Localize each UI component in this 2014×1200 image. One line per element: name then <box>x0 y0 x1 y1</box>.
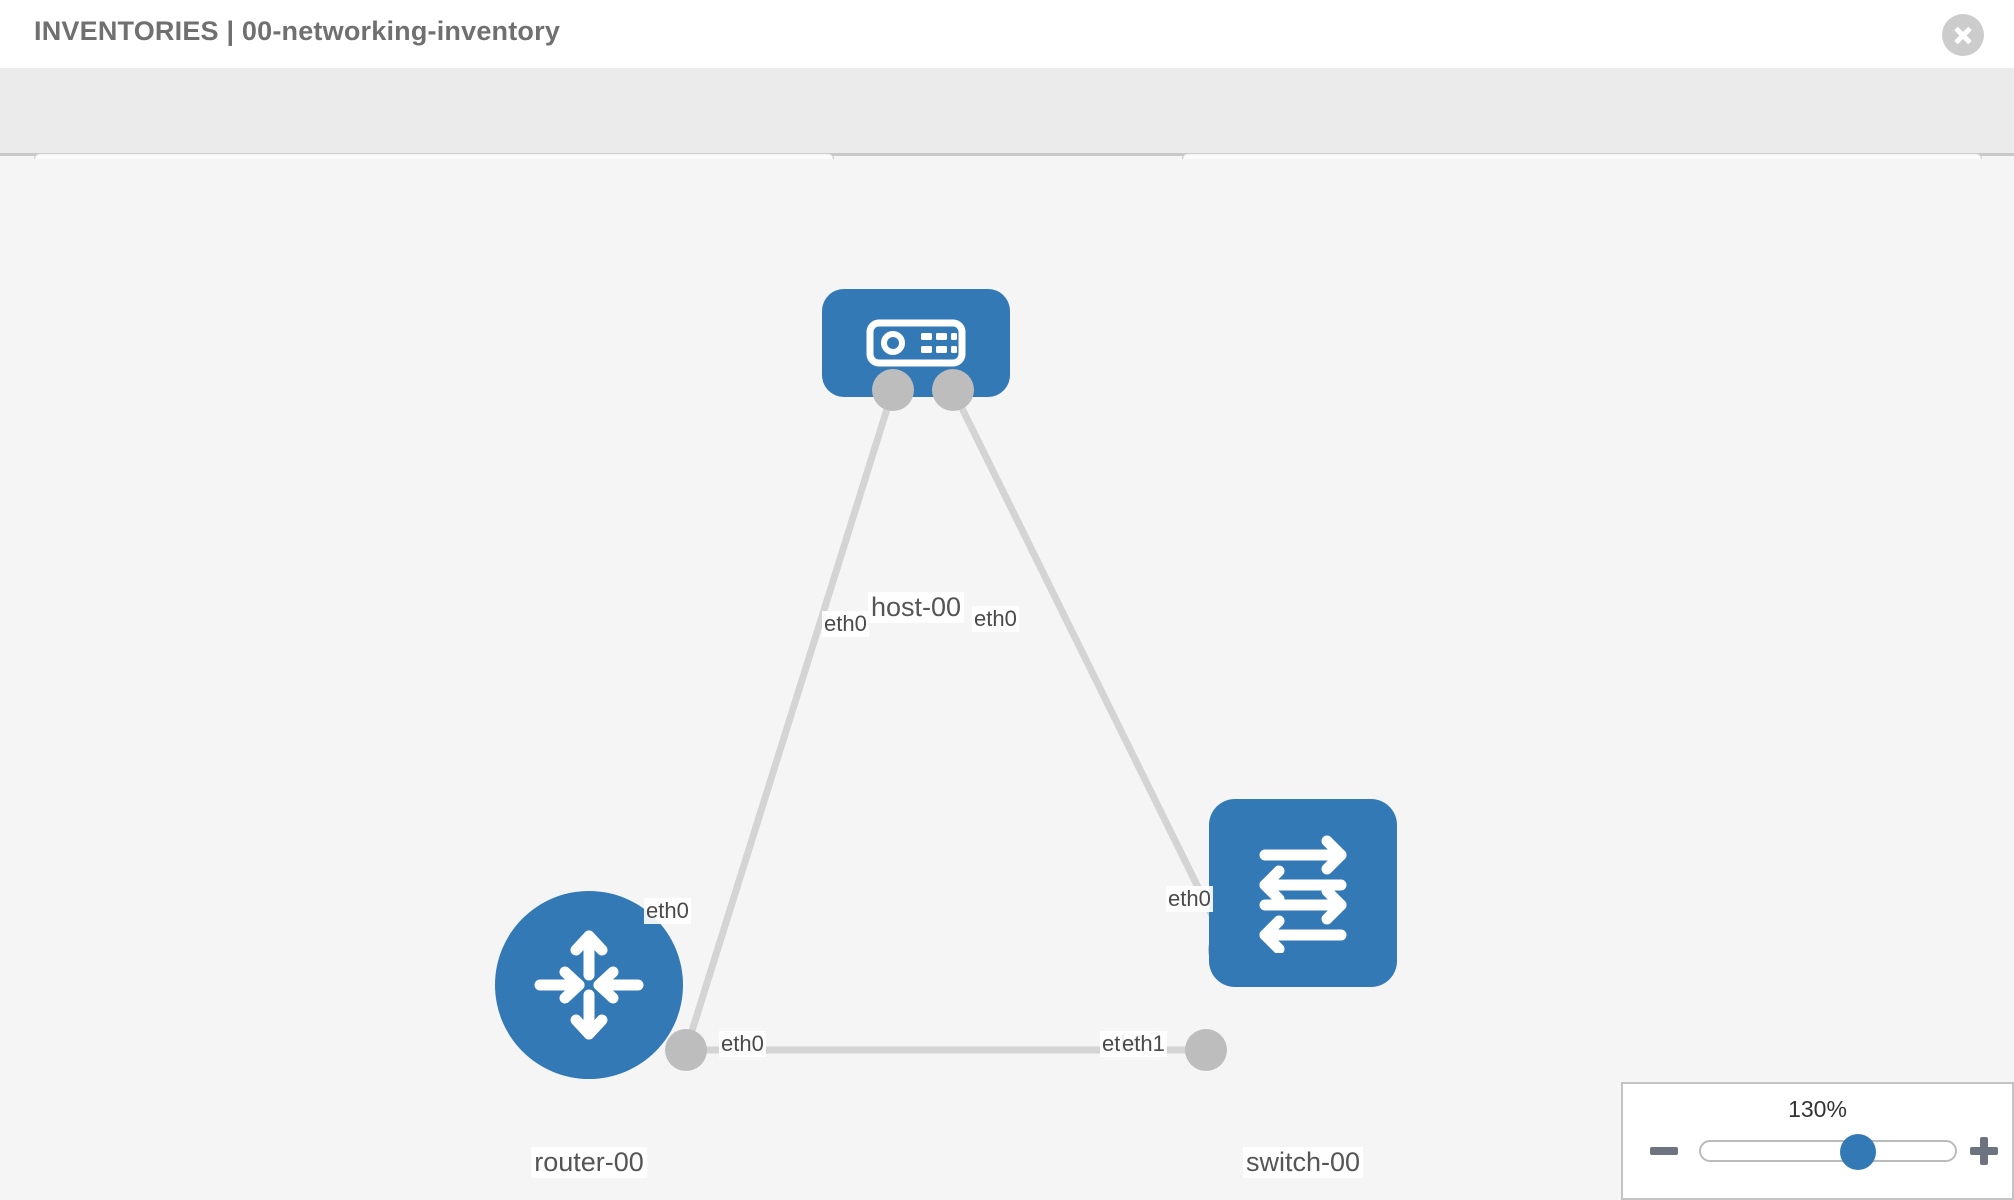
zoom-in-button[interactable] <box>1967 1134 2001 1168</box>
interface-label: eth0 <box>1166 886 1213 912</box>
node-label-router-00: router-00 <box>531 1147 647 1178</box>
topology-canvas[interactable]: host-00 route <box>0 159 2014 1200</box>
toolbar: ACTIONS SEARCH <box>0 68 2014 207</box>
node-label-host-00: host-00 <box>867 592 965 623</box>
page-header: INVENTORIES | 00-networking-inventory <box>0 0 2014 68</box>
zoom-slider-thumb[interactable] <box>1840 1134 1877 1170</box>
zoom-level-value: 130% <box>1788 1096 1847 1122</box>
zoom-slider[interactable] <box>1699 1134 1957 1170</box>
zoom-control: 130% <box>1621 1082 2014 1200</box>
interface-label: eth1 <box>1120 1031 1167 1057</box>
interface-label: eth0 <box>644 898 691 924</box>
host-icon[interactable] <box>822 289 1010 397</box>
node-label-switch-00: switch-00 <box>1242 1147 1364 1178</box>
interface-label: eth0 <box>972 606 1019 632</box>
interface-label: eth0 <box>719 1031 766 1057</box>
port-switch-00-left[interactable] <box>1185 1029 1227 1071</box>
switch-icon[interactable] <box>1209 799 1397 987</box>
page-title: INVENTORIES | 00-networking-inventory <box>34 16 561 46</box>
port-router-00-right[interactable] <box>665 1029 707 1071</box>
port-host-00-left[interactable] <box>872 369 914 411</box>
port-host-00-right[interactable] <box>932 369 974 411</box>
zoom-out-button[interactable] <box>1647 1134 1681 1168</box>
interface-label: eth0 <box>822 611 869 637</box>
close-icon[interactable] <box>1942 14 1984 56</box>
